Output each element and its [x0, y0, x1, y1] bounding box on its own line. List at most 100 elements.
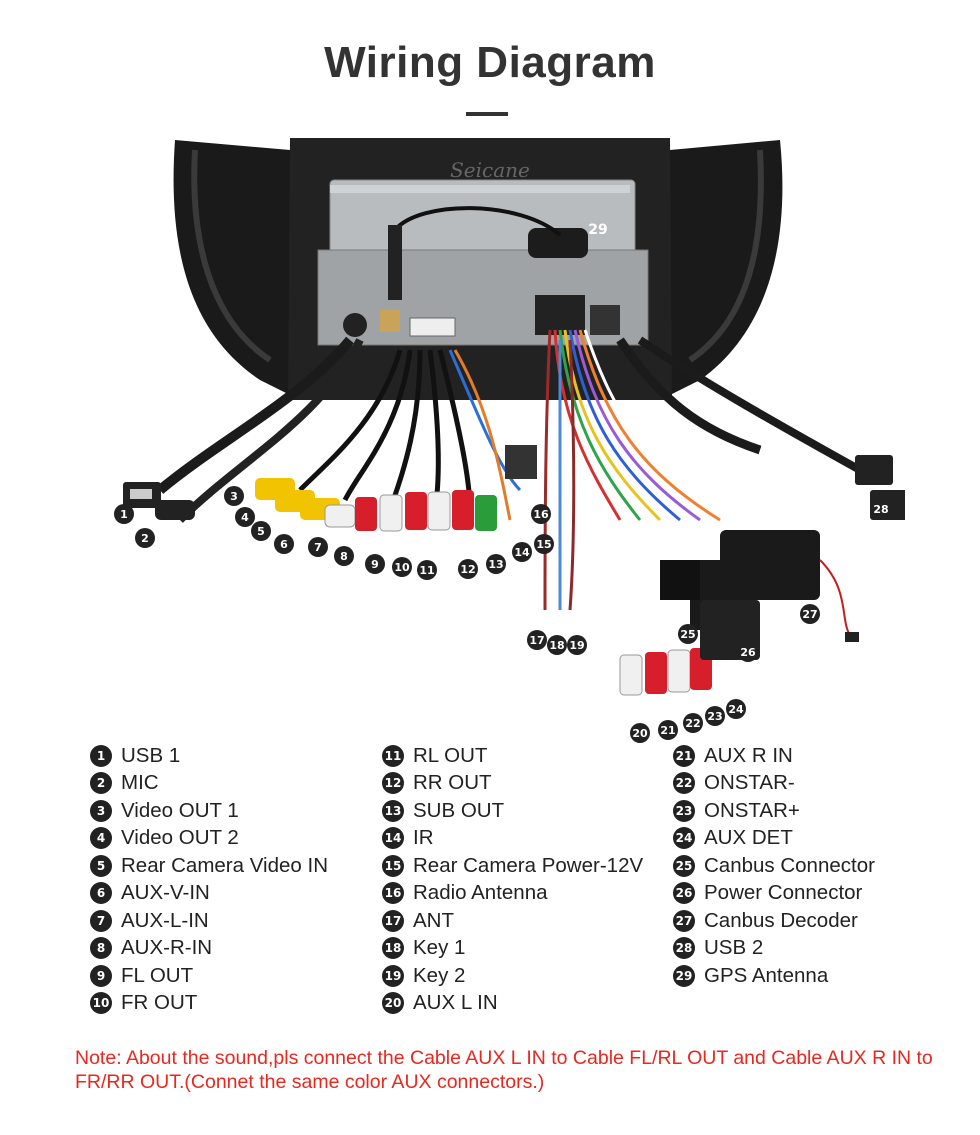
legend-label: Power Connector [704, 881, 863, 905]
sound-connection-note: Note: About the sound,pls connect the Ca… [75, 1047, 933, 1093]
callout-27: 27 [800, 604, 820, 624]
callout-20: 20 [630, 723, 650, 743]
callout-24: 24 [726, 699, 746, 719]
number-badge: 11 [382, 744, 404, 767]
number-badge: 2 [90, 772, 112, 795]
svg-text:10: 10 [394, 561, 410, 574]
legend-label: ANT [413, 908, 454, 932]
svg-text:11: 11 [419, 564, 434, 577]
number-badge: 21 [673, 744, 695, 767]
svg-text:26: 26 [740, 646, 756, 659]
callout-10: 10 [392, 557, 412, 577]
number-badge: 6 [90, 882, 112, 905]
number-badge: 27 [673, 909, 695, 932]
svg-text:12: 12 [460, 563, 475, 576]
wiring-photo: Seicane [114, 138, 905, 743]
legend-item: 28 USB 2 [673, 935, 875, 963]
callout-18: 18 [547, 635, 567, 655]
svg-text:1: 1 [120, 508, 128, 521]
callout-21: 21 [658, 720, 678, 740]
number-badge: 28 [673, 937, 695, 960]
callout-3: 3 [224, 486, 244, 506]
number-badge: 29 [673, 964, 695, 987]
legend-item: 24 AUX DET [673, 825, 875, 853]
legend-label: USB 1 [121, 743, 181, 767]
legend-label: AUX L IN [413, 991, 498, 1015]
legend-label: SUB OUT [413, 798, 505, 822]
callout-1: 1 [114, 504, 134, 524]
number-badge: 13 [382, 799, 404, 822]
callout-17: 17 [527, 630, 547, 650]
svg-text:8: 8 [340, 550, 348, 563]
legend-label: AUX DET [704, 826, 793, 850]
legend-label: Radio Antenna [413, 881, 548, 905]
svg-text:9: 9 [371, 558, 379, 571]
legend-label: ONSTAR- [704, 771, 795, 795]
svg-text:24: 24 [728, 703, 744, 716]
legend-label: AUX R IN [704, 743, 793, 767]
legend-item: 12 RR OUT [382, 770, 643, 798]
callout-13: 13 [486, 554, 506, 574]
callout-2: 2 [135, 528, 155, 548]
legend-label: Video OUT 1 [121, 798, 239, 822]
watermark-text: Seicane [450, 158, 530, 182]
legend-label: RR OUT [413, 771, 492, 795]
number-badge: 12 [382, 772, 404, 795]
page-title: Wiring Diagram [324, 38, 656, 87]
svg-text:7: 7 [314, 541, 322, 554]
callout-22: 22 [683, 713, 703, 733]
callout-29: 29 [588, 222, 607, 238]
number-badge: 10 [90, 992, 112, 1015]
legend-item: 20 AUX L IN [382, 990, 643, 1018]
number-badge: 25 [673, 854, 695, 877]
number-badge: 24 [673, 827, 695, 850]
svg-text:4: 4 [241, 511, 249, 524]
legend-label: FR OUT [121, 991, 198, 1015]
legend-item: 1 USB 1 [90, 742, 328, 770]
svg-text:3: 3 [230, 490, 238, 503]
legend-label: FL OUT [121, 963, 194, 987]
svg-text:19: 19 [569, 639, 584, 652]
legend-item: 21 AUX R IN [673, 742, 875, 770]
svg-text:17: 17 [529, 634, 544, 647]
number-badge: 16 [382, 882, 404, 905]
legend-label: Key 1 [413, 936, 466, 960]
number-badge: 20 [382, 992, 404, 1015]
callout-12: 12 [458, 559, 478, 579]
callout-26: 26 [738, 642, 758, 662]
svg-text:6: 6 [280, 538, 288, 551]
legend-label: ONSTAR+ [704, 798, 800, 822]
legend-label: USB 2 [704, 936, 764, 960]
callout-15: 15 [534, 534, 554, 554]
legend-label: GPS Antenna [704, 963, 829, 987]
number-badge: 14 [382, 827, 404, 850]
svg-text:2: 2 [141, 532, 149, 545]
callout-16: 16 [531, 504, 551, 524]
svg-text:14: 14 [514, 546, 530, 559]
legend-label: AUX-R-IN [121, 936, 213, 960]
legend-item: 16 Radio Antenna [382, 880, 643, 908]
number-badge: 4 [90, 827, 112, 850]
number-badge: 1 [90, 744, 112, 767]
number-badge: 15 [382, 854, 404, 877]
number-badge: 22 [673, 772, 695, 795]
callout-6: 6 [274, 534, 294, 554]
callout-7: 7 [308, 537, 328, 557]
legend-label: Rear Camera Video IN [121, 853, 328, 877]
